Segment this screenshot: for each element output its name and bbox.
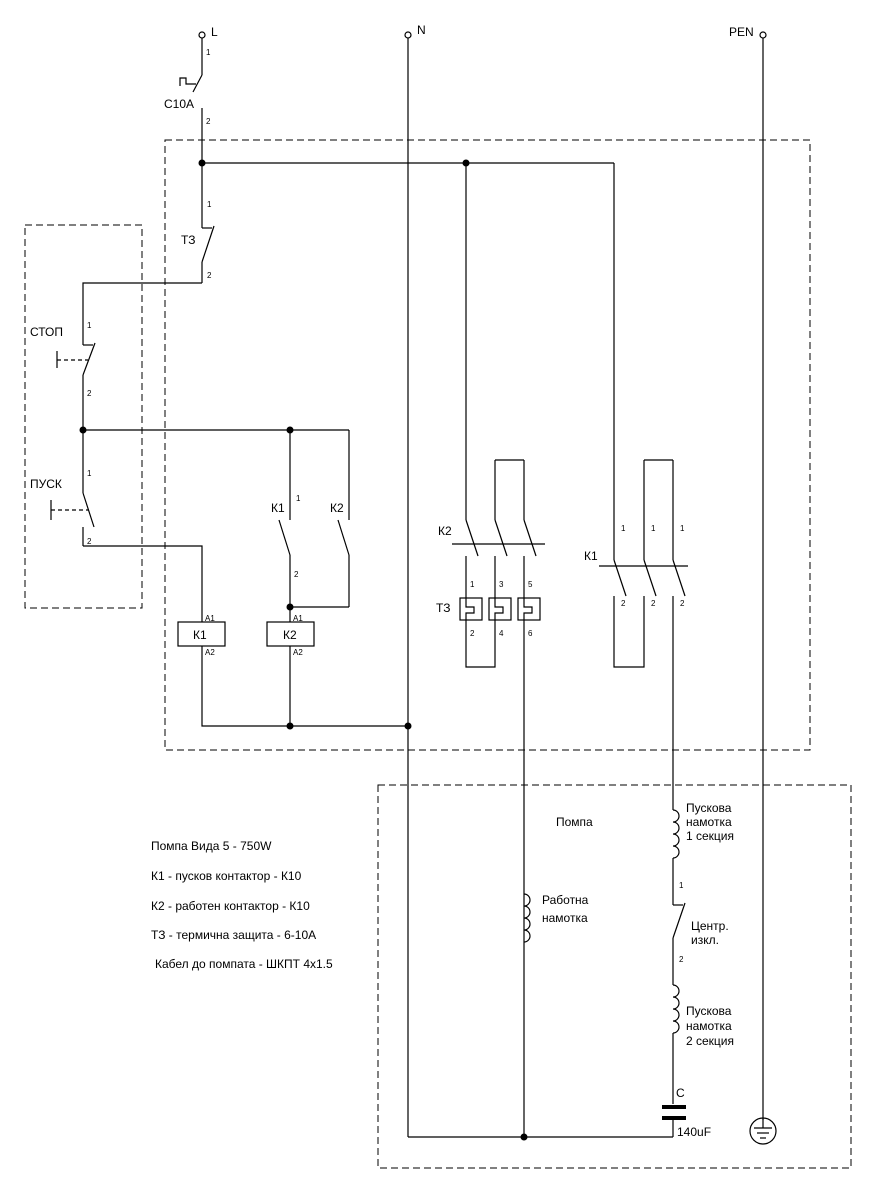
run-winding-label-2: намотка [542, 911, 588, 925]
thermal-relay-pin-4: 4 [499, 629, 504, 638]
terminal-n-label: N [417, 23, 426, 37]
coil-k2-a1: A1 [293, 614, 303, 623]
breaker-label: C10A [164, 97, 194, 111]
start-winding-1-label-1: Пускова [686, 801, 732, 815]
breaker-pin-1: 1 [206, 48, 211, 57]
capacitor-value: 140uF [677, 1125, 711, 1139]
coil-k2-label: К2 [283, 628, 297, 642]
notes: Помпа Вида 5 - 750W К1 - пусков контакто… [151, 839, 333, 971]
pump-enclosure [377, 784, 852, 1169]
breaker-pin-2: 2 [206, 117, 211, 126]
coil-return-bus [201, 646, 408, 727]
coil-k1: К1 A1 A2 [177, 614, 226, 657]
junction-dot [462, 159, 470, 167]
k1-main-bottom-pin: 2 [621, 599, 626, 608]
centrifugal-switch-pin-2: 2 [679, 955, 684, 964]
capacitor: C 140uF [662, 1086, 711, 1139]
k2-main-contacts: К2 1 3 5 [438, 459, 545, 600]
earth-icon [749, 1117, 777, 1145]
start-button: 1 2 ПУСК [30, 430, 95, 546]
start-label: ПУСК [30, 477, 62, 491]
k1-aux-label: К1 [271, 501, 285, 515]
stop-label: СТОП [30, 325, 63, 339]
capacitor-label: C [676, 1086, 685, 1100]
terminal-pen-label: PEN [729, 25, 754, 39]
thermal-contact-pin-2: 2 [207, 271, 212, 280]
k2-main-pin-5: 5 [528, 580, 533, 589]
control-panel-enclosure [164, 139, 811, 751]
pump-title: Помпа [556, 815, 593, 829]
k1-main-top-pin: 1 [621, 524, 626, 533]
k2-aux-contact: К2 [290, 430, 350, 608]
k1-aux-pin-2: 2 [294, 570, 299, 579]
k1-main-top-pin: 1 [680, 524, 685, 533]
junction-dot [286, 722, 294, 730]
run-winding: Работна намотка [523, 893, 589, 943]
terminal-pen: PEN [729, 25, 767, 39]
k1-aux-contact: 1 2 К1 [271, 430, 301, 622]
terminal-l-label: L [211, 25, 218, 39]
button-box-enclosure [24, 224, 143, 609]
terminal-l: L [198, 25, 218, 39]
stop-pin-1: 1 [87, 321, 92, 330]
junction-dot [520, 1133, 528, 1141]
start-pin-1: 1 [87, 469, 92, 478]
centrifugal-switch: 1 2 Центр. изкл. [672, 881, 729, 985]
k2-aux-label: К2 [330, 501, 344, 515]
centrifugal-switch-pin-1: 1 [679, 881, 684, 890]
start-winding-2-label-2: намотка [686, 1019, 732, 1033]
k1-main-bottom-pin: 2 [651, 599, 656, 608]
start-winding-2-label-1: Пускова [686, 1004, 732, 1018]
k1-main-contacts: К1 1 1 1 2 2 2 [584, 459, 688, 810]
centrifugal-switch-label-1: Центр. [691, 919, 729, 933]
note-line: К1 - пусков контактор - К10 [151, 869, 302, 883]
start-winding-1: Пускова намотка 1 секция [672, 801, 734, 905]
start-winding-1-label-3: 1 секция [686, 829, 734, 843]
wire-to-coil-k1 [83, 545, 203, 622]
note-line: ТЗ - термична защита - 6-10А [151, 928, 316, 942]
stop-button: 1 2 СТОП [30, 321, 96, 430]
note-line: Помпа Вида 5 - 750W [151, 839, 272, 853]
coil-k2-a2: A2 [293, 648, 303, 657]
thermal-relay-pin-6: 6 [528, 629, 533, 638]
coil-k1-a1: A1 [205, 614, 215, 623]
circuit-breaker: 1 2 C10A [164, 38, 211, 163]
note-line: К2 - работен контактор - К10 [151, 899, 310, 913]
stop-pin-2: 2 [87, 389, 92, 398]
coil-k2: К2 A1 A2 [266, 614, 315, 657]
thermal-contact-label: ТЗ [181, 233, 195, 247]
centrifugal-switch-label-2: изкл. [691, 933, 719, 947]
thermal-relay-pin-2: 2 [470, 629, 475, 638]
start-winding-2: Пускова намотка 2 секция [672, 984, 734, 1104]
note-line: Кабел до помпата - ШКПТ 4x1.5 [155, 957, 333, 971]
k2-main-pin-1: 1 [470, 580, 475, 589]
thermal-contact: 1 2 ТЗ [181, 163, 215, 283]
start-pin-2: 2 [87, 537, 92, 546]
k1-main-label: К1 [584, 549, 598, 563]
coil-k1-label: К1 [193, 628, 207, 642]
run-winding-label-1: Работна [542, 893, 589, 907]
coil-k1-a2: A2 [205, 648, 215, 657]
thermal-contact-pin-1: 1 [207, 200, 212, 209]
thermal-relay-label: ТЗ [436, 601, 450, 615]
k1-main-top-pin: 1 [651, 524, 656, 533]
wire-to-stop [82, 282, 202, 340]
k1-aux-pin-1: 1 [296, 494, 301, 503]
start-winding-2-label-3: 2 секция [686, 1034, 734, 1048]
junction-dot [286, 603, 294, 611]
k2-main-label: К2 [438, 524, 452, 538]
k1-main-bottom-pin: 2 [680, 599, 685, 608]
thermal-relay: ТЗ 2 4 6 [436, 597, 541, 1137]
start-winding-1-label-2: намотка [686, 815, 732, 829]
terminal-n: N [404, 23, 426, 39]
k2-main-pin-3: 3 [499, 580, 504, 589]
